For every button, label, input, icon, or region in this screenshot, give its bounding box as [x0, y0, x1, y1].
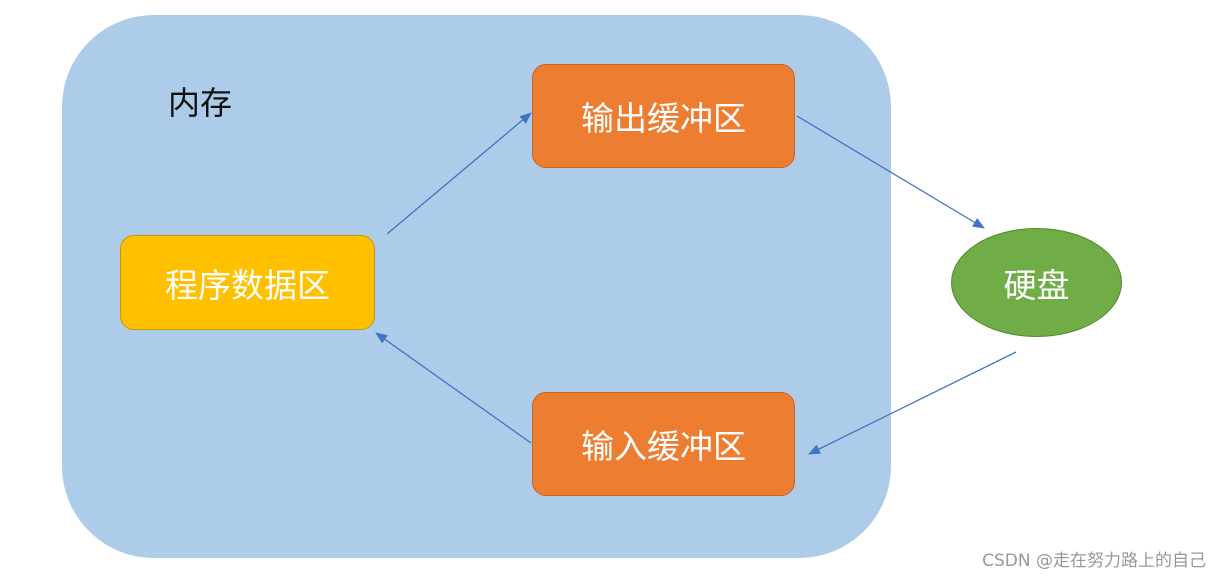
input-buffer-label: 输入缓冲区 — [581, 427, 746, 466]
memory-label: 内存 — [168, 84, 233, 122]
watermark: CSDN @走在努力路上的自己 — [982, 551, 1206, 571]
disk-label: 硬盘 — [1003, 265, 1070, 305]
output-buffer-node: 输出缓冲区 — [532, 64, 795, 168]
input-buffer-node: 输入缓冲区 — [532, 392, 795, 496]
program-data-label: 程序数据区 — [165, 265, 330, 305]
disk-node: 硬盘 — [951, 228, 1122, 337]
program-data-node: 程序数据区 — [120, 235, 375, 330]
output-buffer-label: 输出缓冲区 — [581, 99, 746, 138]
